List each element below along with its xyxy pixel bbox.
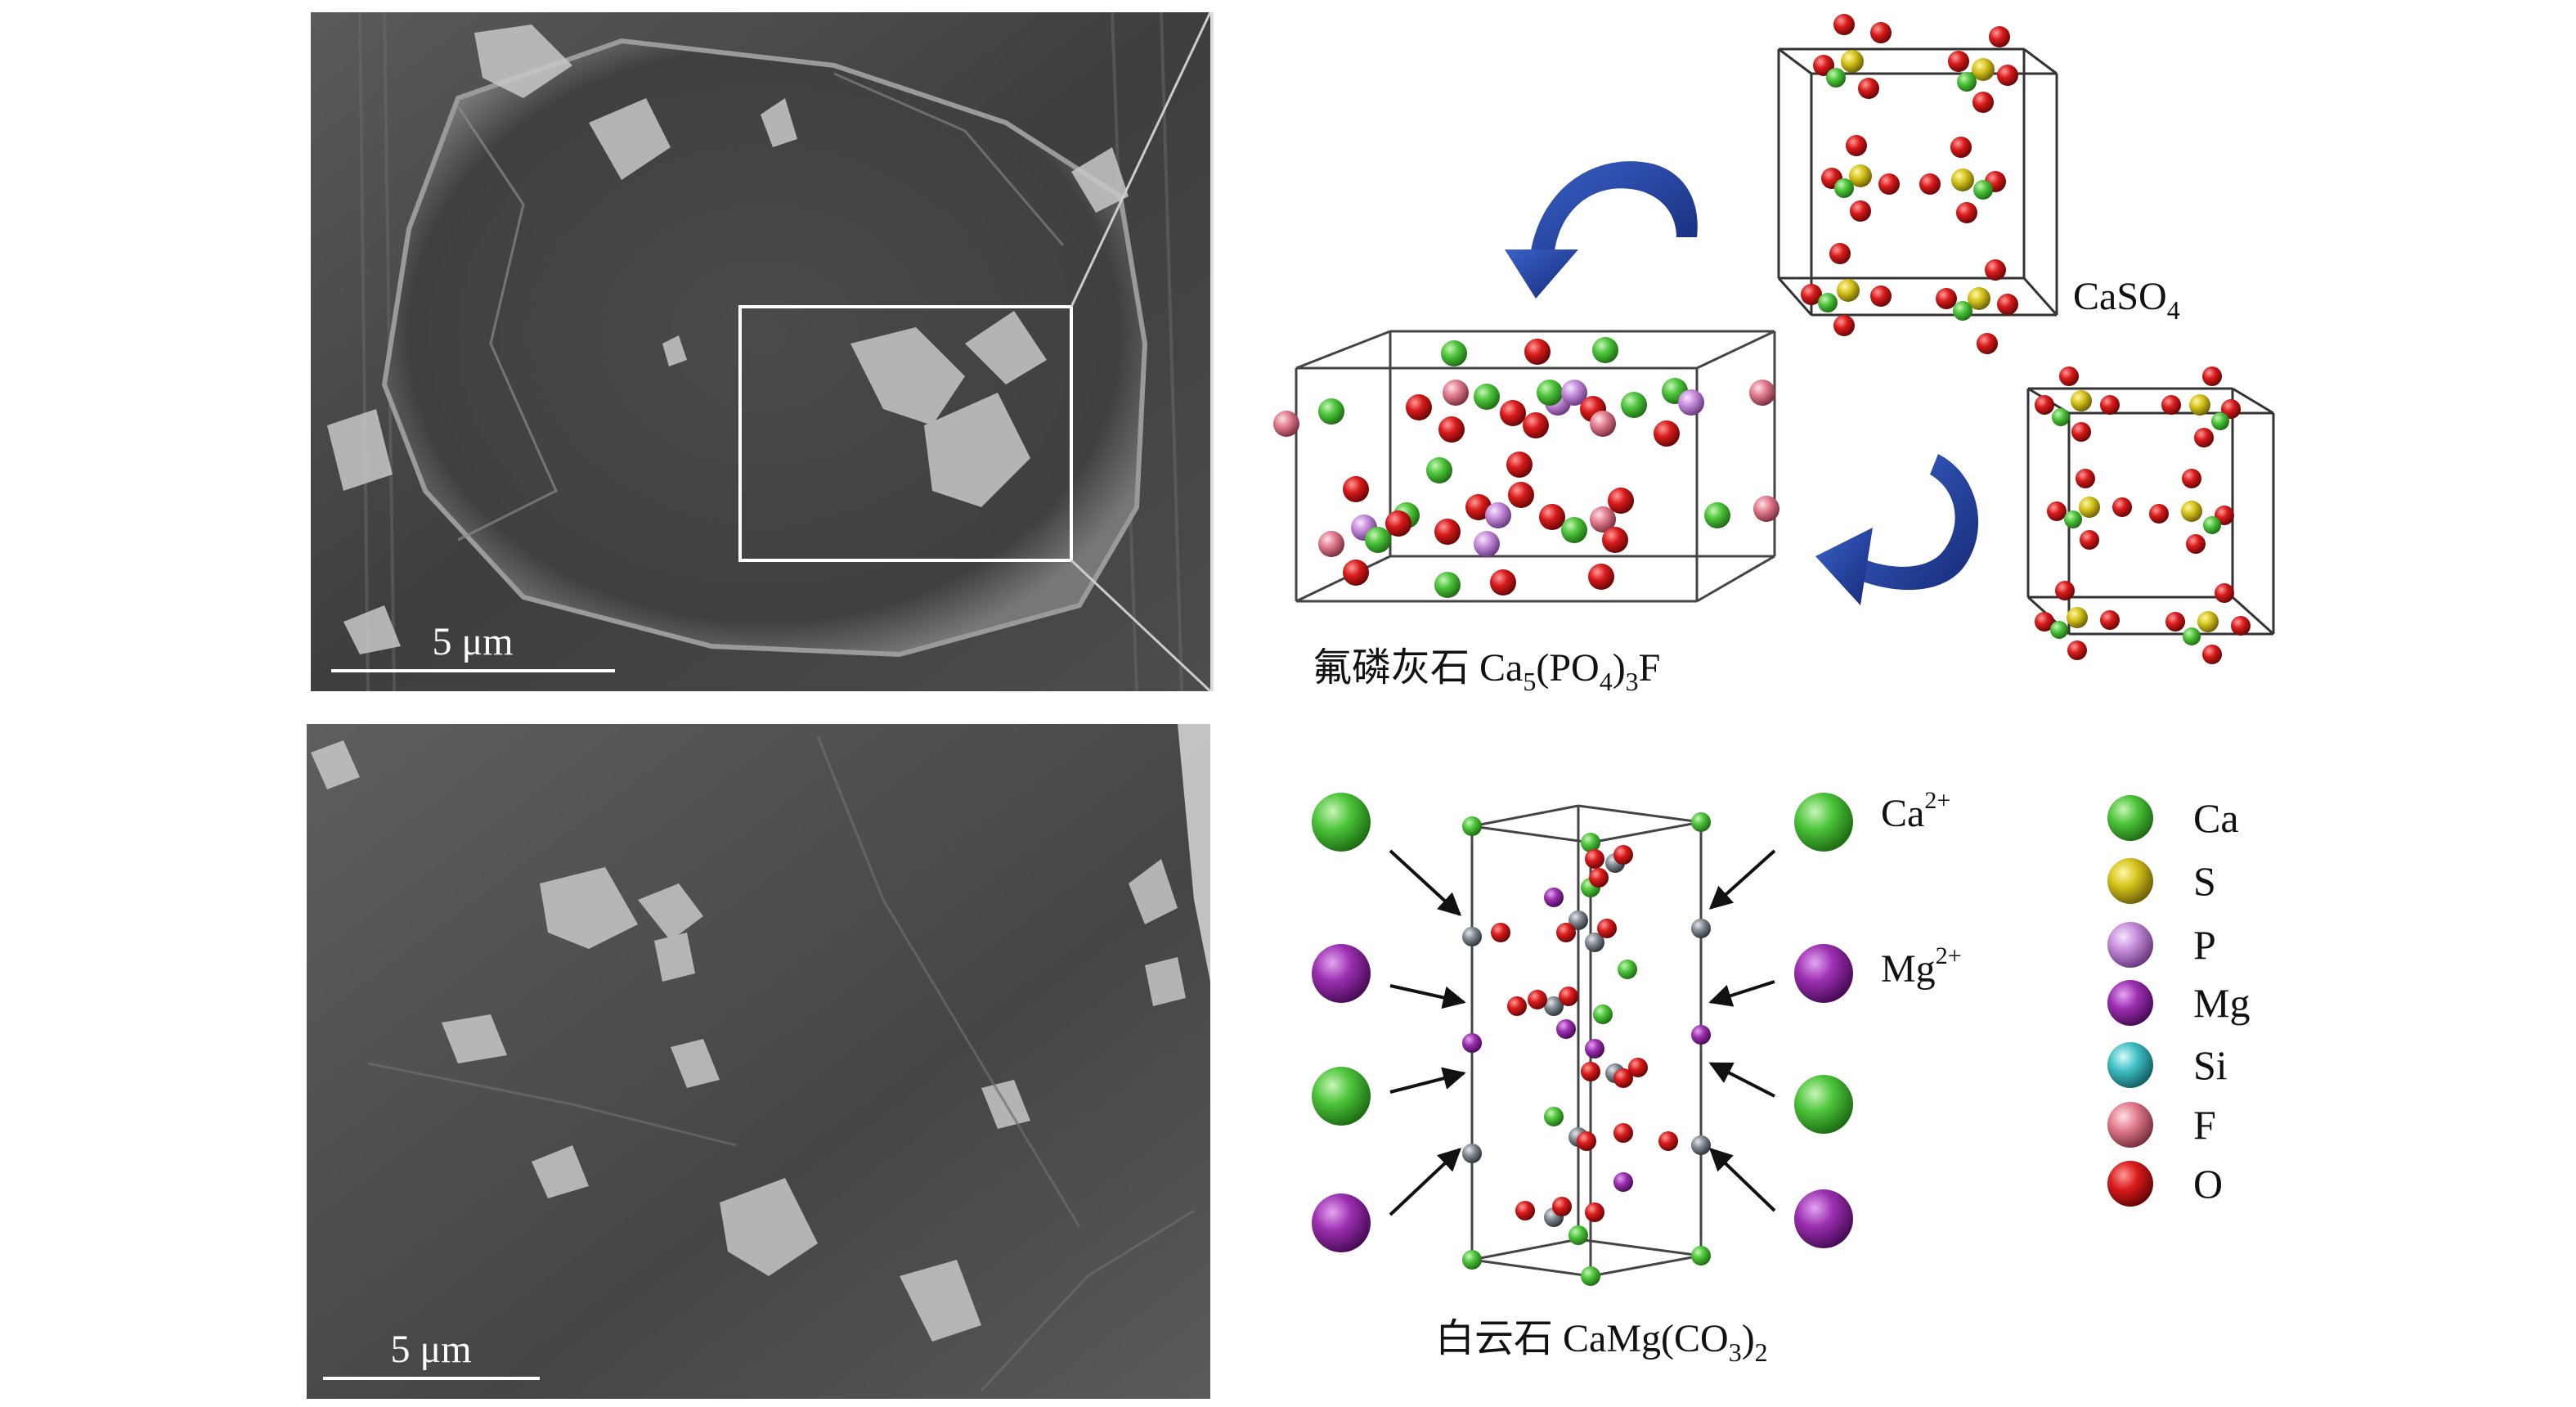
caso4-cell-upper [1777, 14, 2058, 354]
legend-item-mg: Mg [2107, 980, 2250, 1026]
zoom-box [738, 305, 1073, 562]
fluorapatite-label: 氟磷灰石 Ca5(PO4)3F [1313, 646, 1660, 696]
legend-item-s: S [2107, 858, 2216, 904]
legend-swatch-si [2107, 1042, 2153, 1088]
legend-label-o: O [2193, 1161, 2223, 1207]
element-legend: Ca S P Mg Si F O [2107, 795, 2250, 1207]
legend-label-mg: Mg [2193, 980, 2250, 1026]
ion-mg-right-1 [1794, 944, 1853, 1003]
legend-label-f: F [2193, 1102, 2216, 1148]
ion-ca-left-1 [1312, 793, 1371, 852]
mg-ion-label: Mg2+ [1881, 942, 1962, 991]
legend-item-f: F [2107, 1102, 2216, 1148]
scale-label-top: 5 μm [432, 620, 513, 663]
legend-swatch-o [2107, 1161, 2153, 1207]
caso4-label: CaSO4 [2073, 275, 2180, 325]
legend-swatch-s [2107, 858, 2153, 904]
sem-image-bottom: 5 μm [307, 724, 1210, 1399]
legend-label-s: S [2193, 858, 2216, 904]
legend-swatch-p [2107, 922, 2153, 968]
dolomite-ion-arrows [1312, 793, 1853, 1252]
sem-image-top: 5 μm [311, 11, 1210, 692]
ion-mg-left-1 [1312, 944, 1371, 1003]
ion-mg-left-2 [1312, 1193, 1371, 1252]
ion-ca-right-1 [1794, 793, 1853, 852]
ion-ca-right-2 [1794, 1075, 1853, 1134]
ion-ca-left-2 [1312, 1067, 1371, 1126]
zoom-lines [1070, 11, 1212, 693]
fluorapatite-cell [1273, 330, 1779, 603]
legend-swatch-ca [2107, 795, 2153, 841]
dolomite-label: 白云石 CaMg(CO3)2 [1435, 1317, 1768, 1367]
legend-item-si: Si [2107, 1042, 2228, 1088]
legend-swatch-f [2107, 1102, 2153, 1148]
legend-item-ca: Ca [2107, 795, 2239, 841]
caso4-cell-lower [2026, 366, 2275, 664]
legend-label-ca: Ca [2193, 795, 2239, 841]
legend-item-p: P [2107, 922, 2216, 968]
legend-swatch-mg [2107, 980, 2153, 1026]
legend-label-si: Si [2193, 1042, 2228, 1088]
transform-arrow-upper [1505, 161, 1698, 299]
ca-ion-label: Ca2+ [1881, 787, 1950, 835]
sem-top-right-edge [1210, 12, 1214, 691]
legend-label-p: P [2193, 922, 2216, 968]
transform-arrow-lower [1815, 454, 1979, 605]
legend-item-o: O [2107, 1161, 2223, 1207]
ion-mg-right-2 [1794, 1189, 1853, 1248]
scale-label-bottom: 5 μm [390, 1328, 471, 1371]
dolomite-cell [1462, 804, 1711, 1286]
